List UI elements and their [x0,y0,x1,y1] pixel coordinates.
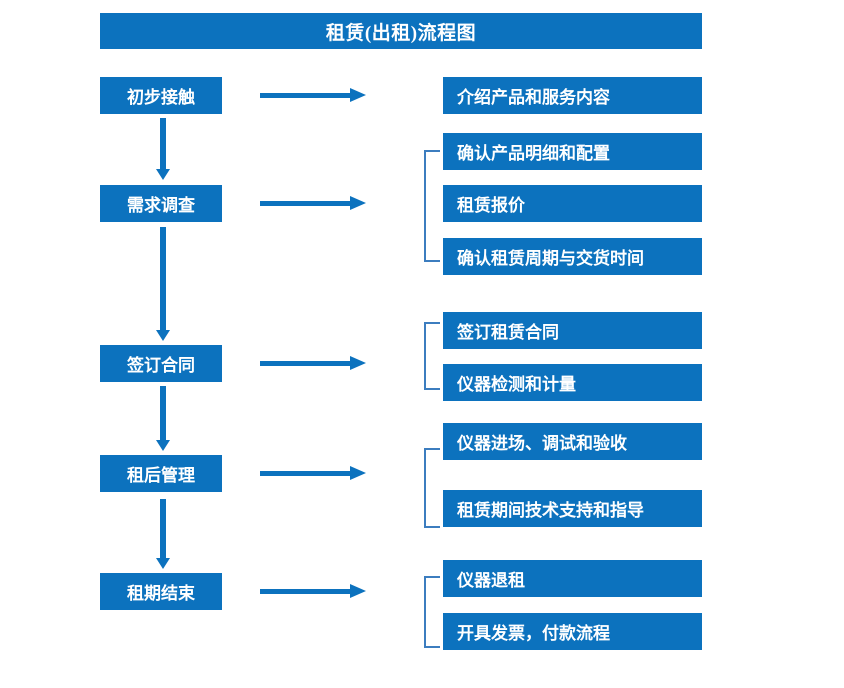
horizontal-arrow-row-4 [260,465,366,481]
vertical-arrow-survey-to-contract [155,227,171,341]
detail-box-instrument-inspection[interactable]: 仪器检测和计量 [443,364,702,401]
horizontal-arrow-row-1 [260,87,366,103]
group-bracket-needs-survey [424,150,440,262]
stage-box-initial-contact[interactable]: 初步接触 [100,77,222,114]
stage-box-needs-survey[interactable]: 需求调查 [100,185,222,222]
detail-box-instrument-return[interactable]: 仪器退租 [443,560,702,597]
detail-box-technical-support[interactable]: 租赁期间技术支持和指导 [443,490,702,527]
detail-box-introduce-products[interactable]: 介绍产品和服务内容 [443,77,702,114]
horizontal-arrow-row-2 [260,195,366,211]
detail-box-instrument-entry-commissioning[interactable]: 仪器进场、调试和验收 [443,423,702,460]
vertical-arrow-contract-to-management [155,386,171,451]
detail-box-invoice-payment[interactable]: 开具发票，付款流程 [443,613,702,650]
stage-box-sign-contract[interactable]: 签订合同 [100,345,222,382]
group-bracket-rental-end [424,576,440,648]
horizontal-arrow-row-5 [260,583,366,599]
detail-box-confirm-rental-period[interactable]: 确认租赁周期与交货时间 [443,238,702,275]
vertical-arrow-initial-to-survey [155,118,171,180]
flowchart-title: 租赁(出租)流程图 [100,13,702,49]
detail-box-sign-rental-contract[interactable]: 签订租赁合同 [443,312,702,349]
vertical-arrow-management-to-end [155,499,171,569]
detail-box-confirm-product-details[interactable]: 确认产品明细和配置 [443,133,702,170]
group-bracket-sign-contract [424,322,440,390]
detail-box-rental-quotation[interactable]: 租赁报价 [443,185,702,222]
group-bracket-post-rental-management [424,448,440,528]
stage-box-post-rental-management[interactable]: 租后管理 [100,455,222,492]
horizontal-arrow-row-3 [260,355,366,371]
stage-box-rental-end[interactable]: 租期结束 [100,573,222,610]
